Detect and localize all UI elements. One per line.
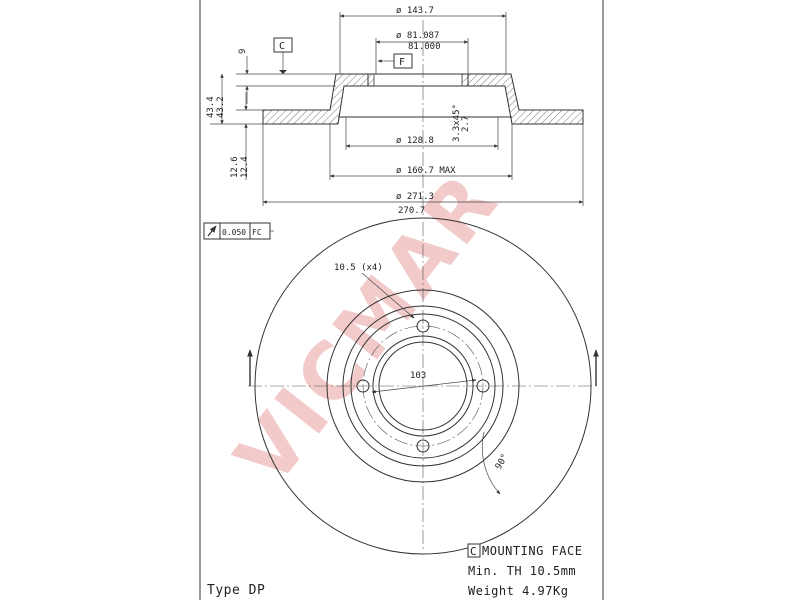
disc-outer-edge bbox=[254, 217, 592, 555]
drawing-frame bbox=[199, 0, 604, 600]
bolt-hole-top bbox=[416, 319, 430, 333]
runout-arrow-icon bbox=[207, 225, 217, 237]
pcd-dim: 103 bbox=[410, 371, 426, 381]
section-view: ø 143.7 ø 81.087 81.000 F C 9 43.4 43.2 … bbox=[206, 6, 584, 218]
dim-flange-thk: 9 bbox=[238, 49, 248, 54]
dim-chamfer: 3.3x45° bbox=[452, 104, 462, 142]
tolerance-value: 0.050 bbox=[222, 228, 246, 237]
friction-inner-edge bbox=[326, 289, 520, 483]
datum-c: C bbox=[279, 41, 285, 52]
hat-inner-edge bbox=[350, 313, 496, 459]
runout-tolerance-frame: 0.050 FC bbox=[203, 222, 274, 240]
dim-height-max: 43.4 bbox=[206, 96, 216, 118]
angle-dim: 90° bbox=[494, 452, 511, 471]
dim-bore-min: 81.000 bbox=[408, 42, 441, 52]
bolt-hole-right bbox=[476, 379, 490, 393]
dim-disc-thk-min: 12.4 bbox=[240, 156, 250, 178]
datum-f: F bbox=[399, 57, 405, 68]
notes-block: C MOUNTING FACE Min. TH 10.5mm Weight 4.… bbox=[467, 543, 582, 598]
min-thickness-note: Min. TH 10.5mm bbox=[468, 564, 576, 578]
dim-bore-max: ø 81.087 bbox=[396, 31, 439, 41]
weight-note: Weight 4.97Kg bbox=[468, 584, 568, 598]
plan-view: 10.5 (x4) 103 90° bbox=[247, 217, 599, 555]
hat-outer-edge bbox=[342, 305, 504, 467]
pcd-circle bbox=[362, 325, 484, 447]
dim-disc-max: ø 271.3 bbox=[396, 192, 434, 202]
vicmar-watermark: VICMAR bbox=[219, 156, 517, 502]
hole-callout: 10.5 (x4) bbox=[334, 263, 383, 273]
bolt-hole-left bbox=[356, 379, 370, 393]
type-label: Type DP bbox=[207, 583, 265, 598]
dim-hub-max: ø 160.7 MAX bbox=[396, 166, 456, 176]
dim-disc-thk-max: 12.6 bbox=[230, 156, 240, 178]
mounting-face-symbol: C bbox=[470, 545, 477, 558]
watermark-text: VICMAR bbox=[219, 156, 517, 502]
dim-outer-hat: ø 143.7 bbox=[396, 6, 434, 16]
dim-chamfer-2: 2.7 bbox=[461, 116, 471, 132]
bolt-hole-bottom bbox=[416, 439, 430, 453]
mounting-face-symbol-box bbox=[467, 543, 481, 558]
tolerance-ref: FC bbox=[252, 228, 262, 237]
dim-height-min: 43.2 bbox=[216, 96, 226, 118]
dim-inner-hat: ø 128.8 bbox=[396, 136, 434, 146]
dim-disc-min: 270.7 bbox=[398, 206, 425, 216]
mounting-face-note: MOUNTING FACE bbox=[482, 544, 582, 558]
